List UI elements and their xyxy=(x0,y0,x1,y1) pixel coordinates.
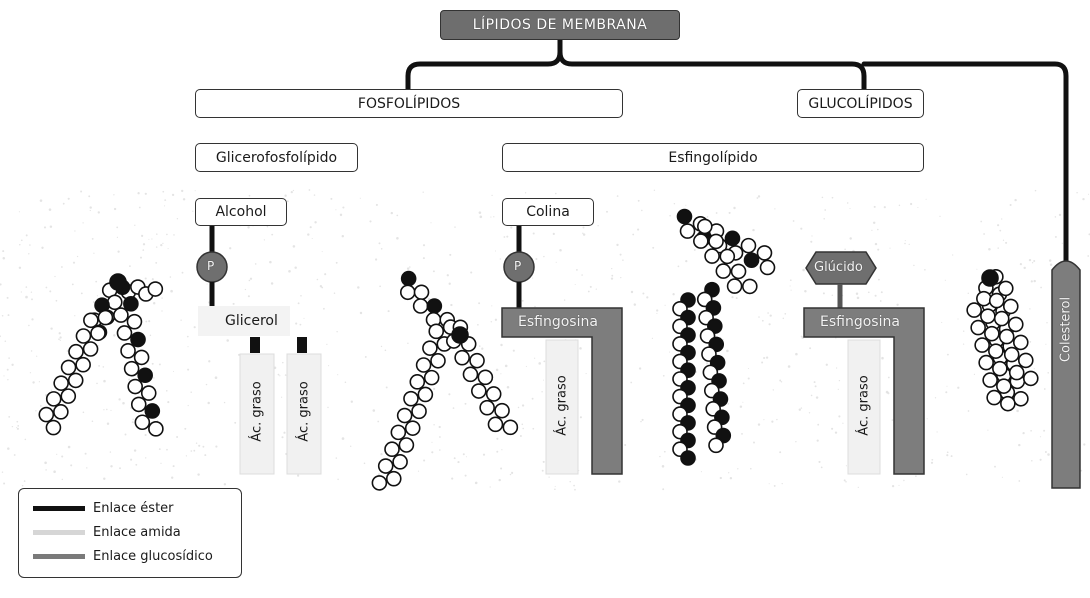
acido-graso-label-4: Ác. graso xyxy=(856,375,872,436)
legend-item-amida: Enlace amida xyxy=(33,525,181,540)
molecule-4-c xyxy=(988,280,1039,387)
acido-graso-label-2: Ác. graso xyxy=(296,381,312,442)
esfingolipido-box: Esfingolípido xyxy=(502,143,924,172)
molecule-1-tail-right xyxy=(113,296,164,437)
alcohol-box: Alcohol xyxy=(195,198,287,226)
legend-item-glucosidico: Enlace glucosídico xyxy=(33,549,213,564)
glicerol-label: Glicerol xyxy=(225,313,278,329)
glucido-label: Glúcido xyxy=(814,260,863,275)
legend-swatch-amida xyxy=(33,530,85,535)
page-title: LÍPIDOS DE MEMBRANA xyxy=(440,10,680,40)
glicerofosfolipido-box: Glicerofosfolípido xyxy=(195,143,358,172)
fosfolipidos-box: FOSFOLÍPIDOS xyxy=(195,89,623,118)
glucolipidos-box: GLUCOLÍPIDOS xyxy=(797,89,924,118)
molecule-3-tail-right xyxy=(696,281,732,454)
esfingosina-label-1: Esfingosina xyxy=(518,314,598,330)
acido-graso-label-3: Ác. graso xyxy=(554,375,570,436)
legend-item-ester: Enlace éster xyxy=(33,501,174,516)
colina-box: Colina xyxy=(502,198,594,226)
legend-swatch-glucosidico xyxy=(33,554,85,559)
acido-graso-label-1: Ác. graso xyxy=(249,381,265,442)
molecule-1-tail-left xyxy=(38,309,114,436)
molecule-models xyxy=(38,208,1039,491)
glicerofosfolipido-scheme xyxy=(196,225,322,475)
legend-swatch-ester xyxy=(33,506,85,511)
background-texture xyxy=(0,189,1090,491)
molecule-2-tail-left xyxy=(371,319,459,491)
legend: Enlace éster Enlace amida Enlace glucosí… xyxy=(18,488,242,578)
molecule-3-tail-left xyxy=(672,292,696,466)
phosphate-label-1: P xyxy=(207,259,215,273)
colesterol-label: Colesterol xyxy=(1058,296,1074,363)
molecule-3-head-b xyxy=(693,218,758,295)
phosphate-label-2: P xyxy=(514,259,522,273)
legend-label-glucosidico: Enlace glucosídico xyxy=(93,549,213,564)
esfingosina-label-2: Esfingosina xyxy=(820,314,900,330)
tree-connectors xyxy=(405,37,1069,265)
esfingolipido-colina-scheme xyxy=(501,225,623,475)
molecule-4-b xyxy=(966,290,1016,412)
molecule-accent-atoms xyxy=(109,269,999,344)
legend-label-ester: Enlace éster xyxy=(93,501,174,516)
glucido-hexagon xyxy=(805,251,877,285)
colesterol-column xyxy=(1051,260,1081,489)
legend-label-amida: Enlace amida xyxy=(93,525,181,540)
glucolipido-scheme xyxy=(803,251,925,475)
